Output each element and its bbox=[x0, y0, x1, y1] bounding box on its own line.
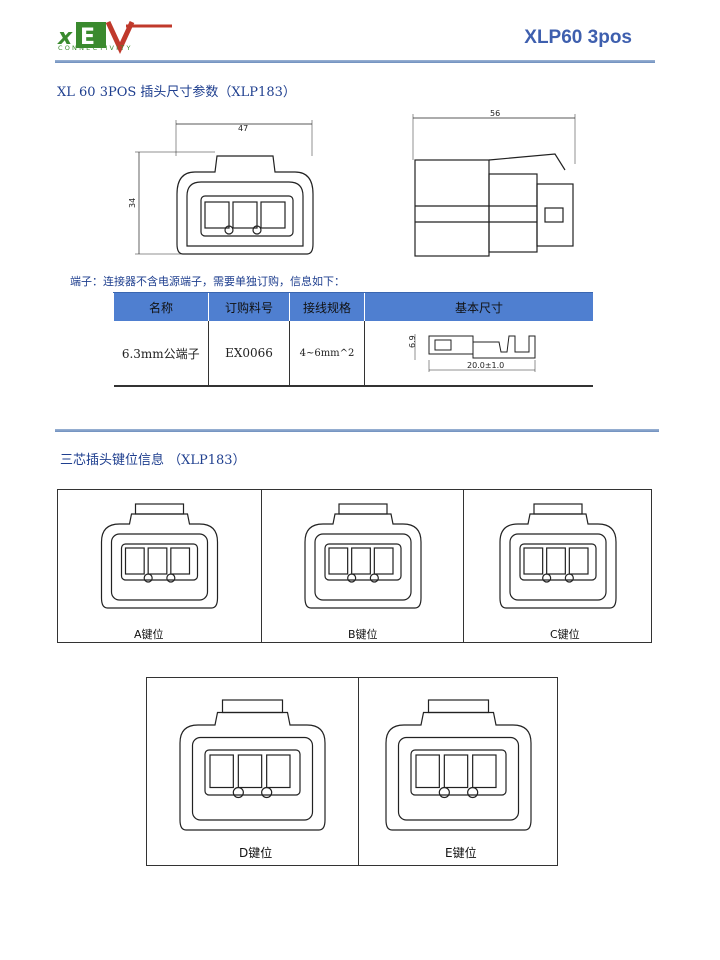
header-divider bbox=[55, 60, 655, 63]
key-label-c: C键位 bbox=[550, 628, 580, 641]
front-width-dim: 47 bbox=[238, 124, 248, 133]
key-c-drawing bbox=[499, 503, 617, 609]
side-width-dim: 56 bbox=[490, 109, 500, 118]
front-view-drawing: 47 34 bbox=[128, 120, 314, 255]
key-grid-row1: A键位 B键位 C键位 bbox=[57, 489, 652, 643]
header-wire-spec: 接线规格 bbox=[289, 292, 365, 321]
key-label-a: A键位 bbox=[134, 628, 164, 641]
key-cell-d: D键位 bbox=[147, 678, 358, 865]
header-part-no: 订购料号 bbox=[208, 292, 290, 321]
header-basic-dim: 基本尺寸 bbox=[364, 292, 593, 321]
svg-text:x: x bbox=[57, 25, 73, 50]
document-title: XLP60 3pos bbox=[524, 27, 632, 48]
section1-title: XL 60 3POS 插头尺寸参数（XLP183） bbox=[57, 85, 296, 100]
cell-part-no: EX0066 bbox=[208, 321, 290, 387]
svg-text:E: E bbox=[80, 25, 95, 50]
table-header-row: 名称 订购料号 接线规格 基本尺寸 bbox=[113, 292, 593, 321]
height-dim: 34 bbox=[128, 198, 137, 208]
table-row: 6.3mm公端子 EX0066 4~6mm^2 6.9 20.0±1.0 bbox=[113, 321, 593, 387]
cell-terminal-drawing: 6.9 20.0±1.0 bbox=[364, 321, 593, 387]
terminal-height-dim: 6.9 bbox=[408, 335, 417, 348]
terminal-length-dim: 20.0±1.0 bbox=[467, 361, 504, 370]
key-grid-row2: D键位 E键位 bbox=[146, 677, 558, 866]
key-cell-e: E键位 bbox=[358, 678, 558, 865]
xev-logo: x E bbox=[57, 20, 172, 54]
key-d-drawing bbox=[179, 699, 326, 831]
terminal-drawing: 6.9 20.0±1.0 bbox=[408, 333, 536, 372]
key-cell-b: B键位 bbox=[261, 490, 464, 642]
key-b-drawing bbox=[304, 503, 422, 609]
section-divider bbox=[55, 429, 659, 432]
cell-name: 6.3mm公端子 bbox=[113, 321, 209, 387]
cell-wire-spec: 4~6mm^2 bbox=[289, 321, 365, 387]
key-cell-c: C键位 bbox=[463, 490, 652, 642]
terminal-note: 端子：连接器不含电源端子，需要单独订购，信息如下： bbox=[70, 275, 345, 288]
header-name: 名称 bbox=[113, 292, 209, 321]
key-e-drawing bbox=[385, 699, 532, 831]
terminal-spec-table: 名称 订购料号 接线规格 基本尺寸 6.3mm公端子 EX0066 4~6mm^… bbox=[113, 292, 593, 387]
key-a-drawing bbox=[100, 503, 219, 609]
logo-subtext: CONNECTIVITY bbox=[58, 44, 133, 52]
key-label-e: E键位 bbox=[445, 846, 477, 860]
side-view-drawing: 56 bbox=[412, 109, 576, 257]
key-label-d: D键位 bbox=[239, 846, 273, 860]
key-cell-a: A键位 bbox=[58, 490, 261, 642]
section2-title: 三芯插头键位信息 （XLP183） bbox=[60, 453, 246, 468]
key-label-b: B键位 bbox=[348, 628, 378, 641]
